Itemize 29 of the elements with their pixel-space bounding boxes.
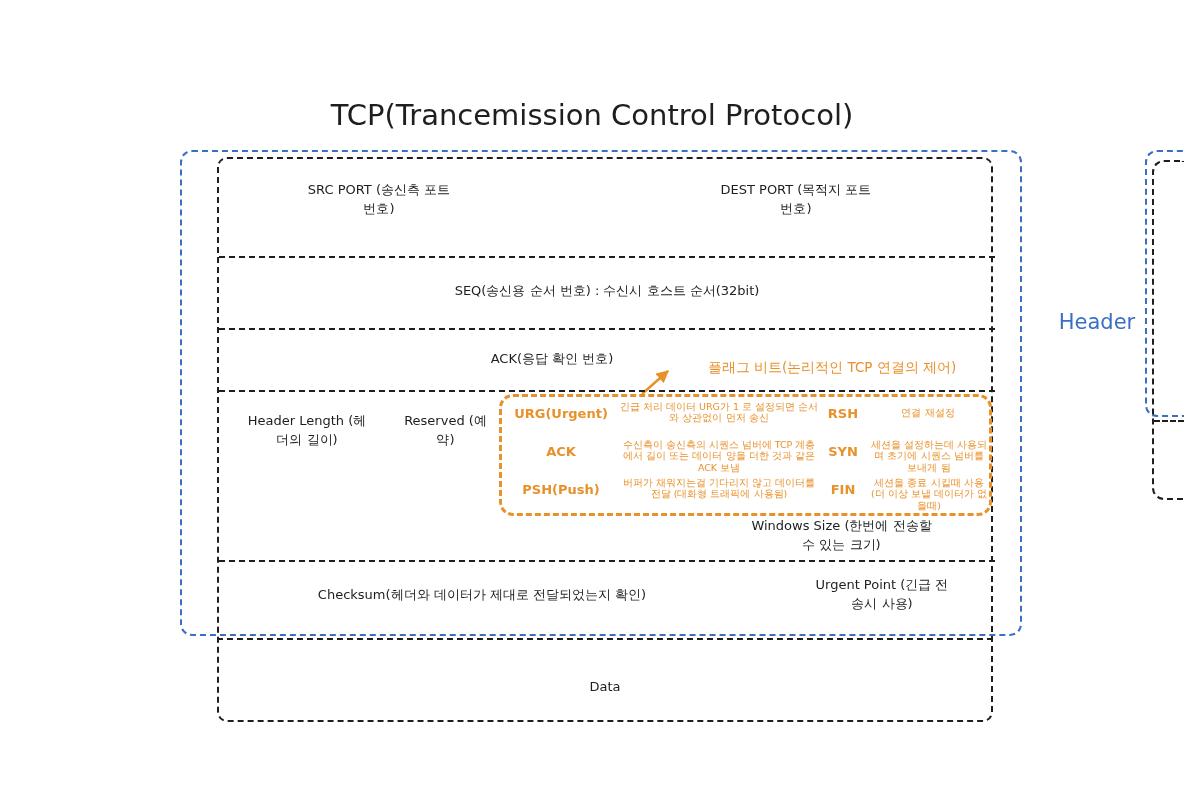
arrow <box>641 370 669 395</box>
flag-name: PSH(Push) <box>521 481 601 499</box>
field-label: DEST PORT (목적지 포트 번호) <box>719 181 873 218</box>
flag-name: RSH <box>826 405 860 423</box>
flag-name: SYN <box>827 443 859 461</box>
flag-description: 연결 재설정 <box>900 407 956 419</box>
field-label: Urgent Point (긴급 전송시 사용) <box>815 576 949 613</box>
field-label: SEQ(송신용 순서 번호) : 수신시 호스트 순서(32bit) <box>453 282 761 300</box>
flag-description: 수신측이 송신측의 시퀀스 넘버에 TCP 계층에서 길이 또는 데이터 양을 더한 것과 같은 ACK 보냄 <box>621 439 817 474</box>
title: TCP(Trancemission Control Protocol) <box>329 98 855 132</box>
field-label: ACK(응답 확인 번호) <box>489 350 615 368</box>
flag-description: 긴급 처리 데이터 URG가 1 로 설정되면 순서와 상관없이 먼저 송신 <box>618 401 820 424</box>
flag-name: URG(Urgent) <box>513 405 609 423</box>
field-label: Checksum(헤더와 데이터가 제대로 전달되었는지 확인) <box>316 586 648 604</box>
field-label: Reserved (예약) <box>403 412 488 449</box>
flag-description: 세션을 종료 시킬때 사용 (더 이상 보낼 데이터가 없을때) <box>870 477 988 512</box>
table-outline <box>1152 160 1184 500</box>
flag-description: 버퍼가 채워지는걸 기다리지 않고 데이터를 전달 (대화형 트래픽에 사용됨) <box>621 477 817 500</box>
field-label: Data <box>588 678 622 696</box>
field-label: Header Length (헤더의 길이) <box>247 412 367 449</box>
flag-name: ACK <box>545 443 577 461</box>
header-frame <box>1145 150 1184 417</box>
flag-description: 세션을 설정하는데 사용되며 초기에 시퀀스 넘버를 보내게 됨 <box>869 439 988 474</box>
header-label: Header <box>1057 309 1137 336</box>
field-label: Windows Size (한번에 전송할 수 있는 크기) <box>750 517 933 554</box>
field-label: SRC PORT (송신측 포트번호) <box>306 181 452 218</box>
flag-box <box>499 394 992 516</box>
flag-name: FIN <box>829 481 857 499</box>
field-label: 플래그 비트(논리적인 TCP 연결의 제어) <box>706 358 958 377</box>
